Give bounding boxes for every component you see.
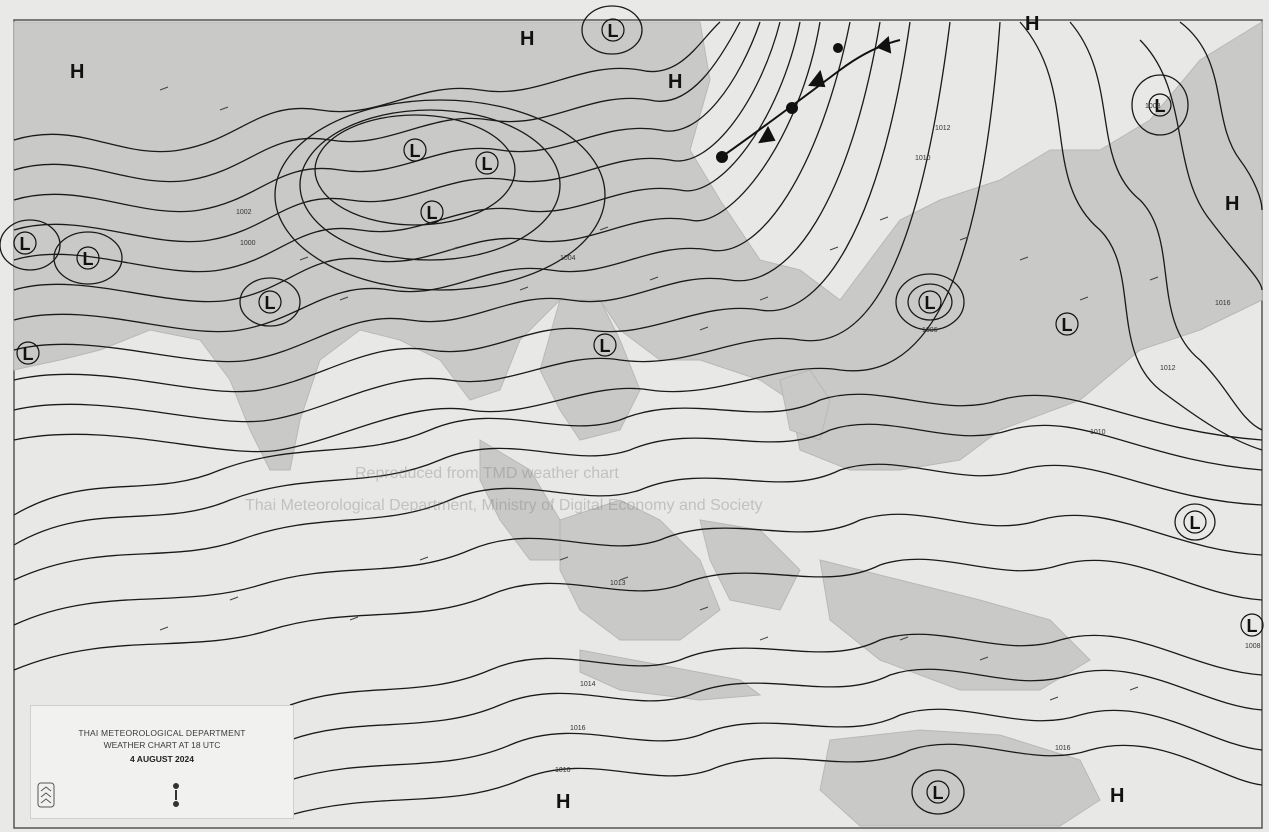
legend-subtitle: WEATHER CHART AT 18 UTC <box>103 740 221 750</box>
land-asia <box>13 21 1263 471</box>
low-center: L <box>933 783 944 803</box>
low-center: L <box>1247 616 1258 636</box>
svg-text:1016: 1016 <box>1055 745 1071 752</box>
low-centers: L L L L L L L L L L L L L L L <box>13 18 1264 804</box>
high-center: H <box>1025 13 1039 35</box>
low-center: L <box>1190 513 1201 533</box>
low-center: L <box>1155 96 1166 116</box>
svg-text:1012: 1012 <box>935 125 951 132</box>
isobars <box>0 5 1263 816</box>
low-center: L <box>20 234 31 254</box>
svg-text:1006: 1006 <box>922 327 938 334</box>
high-center: H <box>668 71 682 93</box>
land-indochina <box>539 299 641 441</box>
legend-title: THAI METEOROLOGICAL DEPARTMENT <box>78 728 246 738</box>
svg-text:1016: 1016 <box>1215 300 1231 307</box>
svg-text:1008: 1008 <box>1245 643 1261 650</box>
svg-text:1016: 1016 <box>555 767 571 774</box>
low-center: L <box>600 336 611 356</box>
svg-text:1002: 1002 <box>236 209 252 216</box>
high-center: H <box>1225 193 1239 215</box>
low-center: L <box>410 141 421 161</box>
pressure-centers: H H H H H H H <box>70 13 1239 813</box>
low-center: L <box>265 293 276 313</box>
high-center: H <box>1110 785 1124 807</box>
chart-legend-box: THAI METEOROLOGICAL DEPARTMENT WEATHER C… <box>30 705 294 819</box>
station-plots <box>159 86 1159 701</box>
low-center: L <box>83 249 94 269</box>
svg-text:1016: 1016 <box>570 725 586 732</box>
land-sumatra <box>479 439 561 561</box>
svg-text:1012: 1012 <box>1160 365 1176 372</box>
svg-text:1008: 1008 <box>1145 103 1161 110</box>
low-center: L <box>608 21 619 41</box>
svg-text:1013: 1013 <box>610 580 626 587</box>
isobar-labels: 1008 1010 1012 1014 1016 1006 1004 1002 … <box>236 103 1261 774</box>
tmd-logo-icon <box>37 782 55 808</box>
station-symbol-icon <box>173 783 179 807</box>
low-center: L <box>427 203 438 223</box>
land-papua <box>819 559 1091 691</box>
land-philippines <box>779 369 831 441</box>
high-center: H <box>70 61 84 83</box>
low-center: L <box>482 154 493 174</box>
high-center: H <box>520 28 534 50</box>
legend-date: 4 AUGUST 2024 <box>130 754 194 764</box>
high-center: H <box>556 791 570 813</box>
svg-text:1004: 1004 <box>560 255 576 262</box>
cold-front <box>716 36 901 163</box>
svg-text:1000: 1000 <box>240 240 256 247</box>
svg-text:1010: 1010 <box>1090 429 1106 436</box>
land-masses <box>13 21 1263 827</box>
low-center: L <box>925 293 936 313</box>
svg-text:1014: 1014 <box>580 681 596 688</box>
svg-text:1010: 1010 <box>915 155 931 162</box>
low-center: L <box>1062 315 1073 335</box>
low-center: L <box>23 344 34 364</box>
land-borneo <box>559 499 721 641</box>
